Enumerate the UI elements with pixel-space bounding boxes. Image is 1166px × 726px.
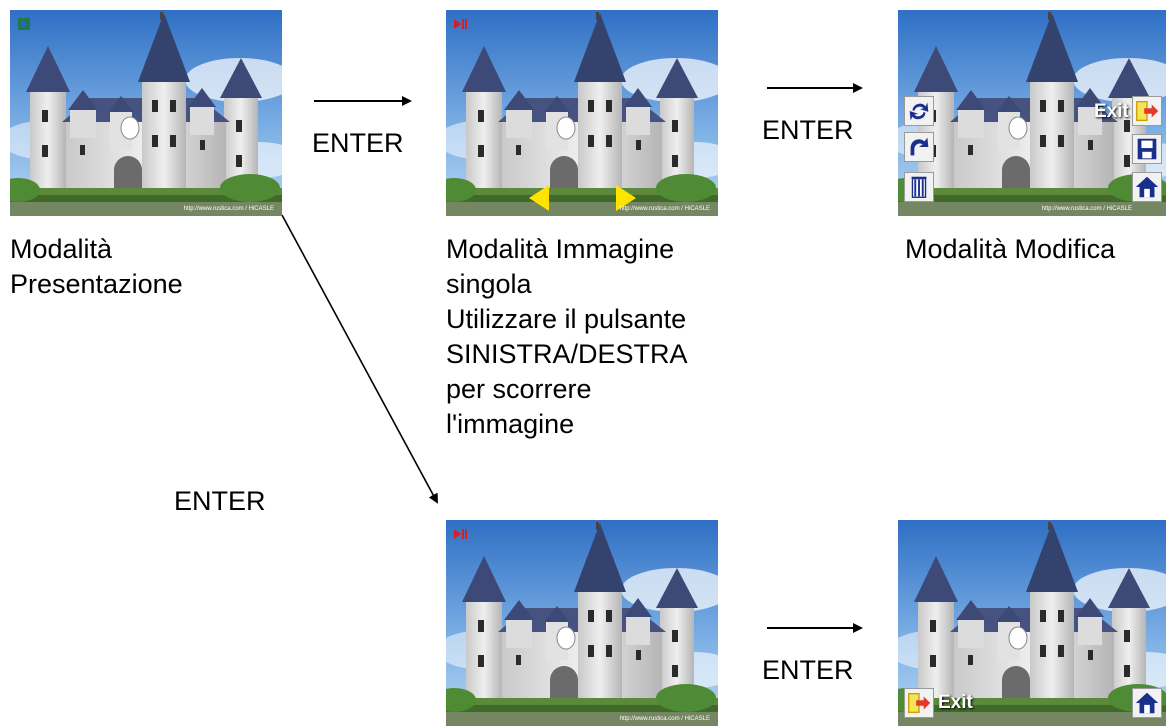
caption-single-line: per scorrere bbox=[446, 374, 592, 404]
play-indicator bbox=[18, 18, 30, 30]
screen-single-image: http://www.rustica.com / HiCASLE bbox=[446, 10, 718, 216]
castle-photo bbox=[10, 10, 282, 216]
screen-slideshow: http://www.rustica.com / HiCASLE bbox=[10, 10, 282, 216]
home-icon[interactable] bbox=[1132, 172, 1162, 202]
screen-paused: http://www.rustica.com / HiCASLE bbox=[446, 520, 718, 726]
pause-indicator bbox=[454, 529, 467, 539]
enter-label-3: ENTER bbox=[174, 486, 266, 516]
arrow-slideshow-to-paused bbox=[281, 214, 438, 504]
delete-icon[interactable] bbox=[904, 172, 934, 202]
caption-slideshow-line: Modalità bbox=[10, 234, 113, 264]
enter-label-2: ENTER bbox=[762, 115, 854, 145]
screen-exit-menu: Exit bbox=[898, 520, 1166, 726]
castle-photo bbox=[446, 520, 718, 726]
caption-single-line: Utilizzare il pulsante bbox=[446, 304, 687, 334]
watermark: http://www.rustica.com / HiCASLE bbox=[619, 206, 710, 212]
rotate-cw-icon[interactable] bbox=[904, 96, 934, 126]
watermark: http://www.rustica.com / HiCASLE bbox=[619, 716, 710, 722]
exit-icon[interactable] bbox=[904, 688, 934, 718]
exit-icon[interactable] bbox=[1132, 96, 1162, 126]
right-arrow-icon[interactable] bbox=[616, 185, 636, 211]
screen-edit: Exit http://www.rustica.com / HiCASLE bbox=[898, 10, 1166, 216]
enter-label-4: ENTER bbox=[762, 655, 854, 685]
caption-slideshow-line: Presentazione bbox=[10, 269, 183, 299]
caption-single-line: SINISTRA/DESTRA bbox=[446, 339, 688, 369]
exit-label: Exit bbox=[1094, 101, 1129, 122]
exit-label: Exit bbox=[938, 692, 973, 713]
caption-single-line: l'immagine bbox=[446, 409, 575, 439]
castle-photo bbox=[898, 10, 1166, 216]
watermark: http://www.rustica.com / HiCASLE bbox=[183, 206, 274, 212]
save-icon[interactable] bbox=[1132, 134, 1162, 164]
caption-single-line: Modalità Immagine bbox=[446, 234, 675, 264]
caption-single-line: singola bbox=[446, 269, 532, 299]
castle-photo bbox=[898, 520, 1166, 726]
left-arrow-icon[interactable] bbox=[529, 185, 549, 211]
enter-label-1: ENTER bbox=[312, 128, 404, 158]
pause-indicator bbox=[454, 19, 467, 29]
caption-edit-line: Modalità Modifica bbox=[905, 234, 1116, 264]
castle-photo bbox=[446, 10, 718, 216]
home-icon[interactable] bbox=[1132, 688, 1162, 718]
watermark: http://www.rustica.com / HiCASLE bbox=[1041, 206, 1132, 212]
rotate-ccw-icon[interactable] bbox=[904, 132, 934, 162]
